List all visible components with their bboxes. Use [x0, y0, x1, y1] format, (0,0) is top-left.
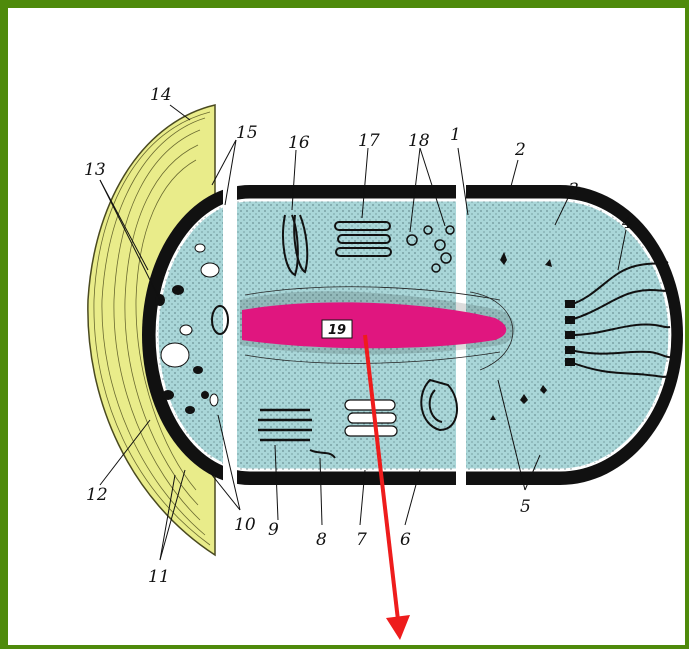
label-3: 3: [568, 180, 579, 200]
label-14: 14: [150, 85, 172, 105]
label-6: 6: [400, 530, 411, 550]
label-11: 11: [148, 567, 170, 587]
label-8: 8: [316, 530, 327, 550]
label-1: 1: [450, 125, 461, 145]
label-10: 10: [234, 515, 256, 535]
label-15: 15: [236, 123, 258, 143]
label-16: 16: [288, 133, 310, 153]
label-13: 13: [84, 160, 106, 180]
granules-7: [345, 400, 397, 436]
label-4: 4: [621, 213, 633, 233]
label-2: 2: [514, 140, 526, 160]
label-5: 5: [520, 497, 531, 517]
label-18: 18: [408, 131, 430, 151]
label-7: 7: [356, 530, 367, 550]
label-19: 19: [328, 323, 346, 338]
label-12: 12: [86, 485, 108, 505]
label-17: 17: [358, 131, 380, 151]
label-9: 9: [268, 520, 279, 540]
